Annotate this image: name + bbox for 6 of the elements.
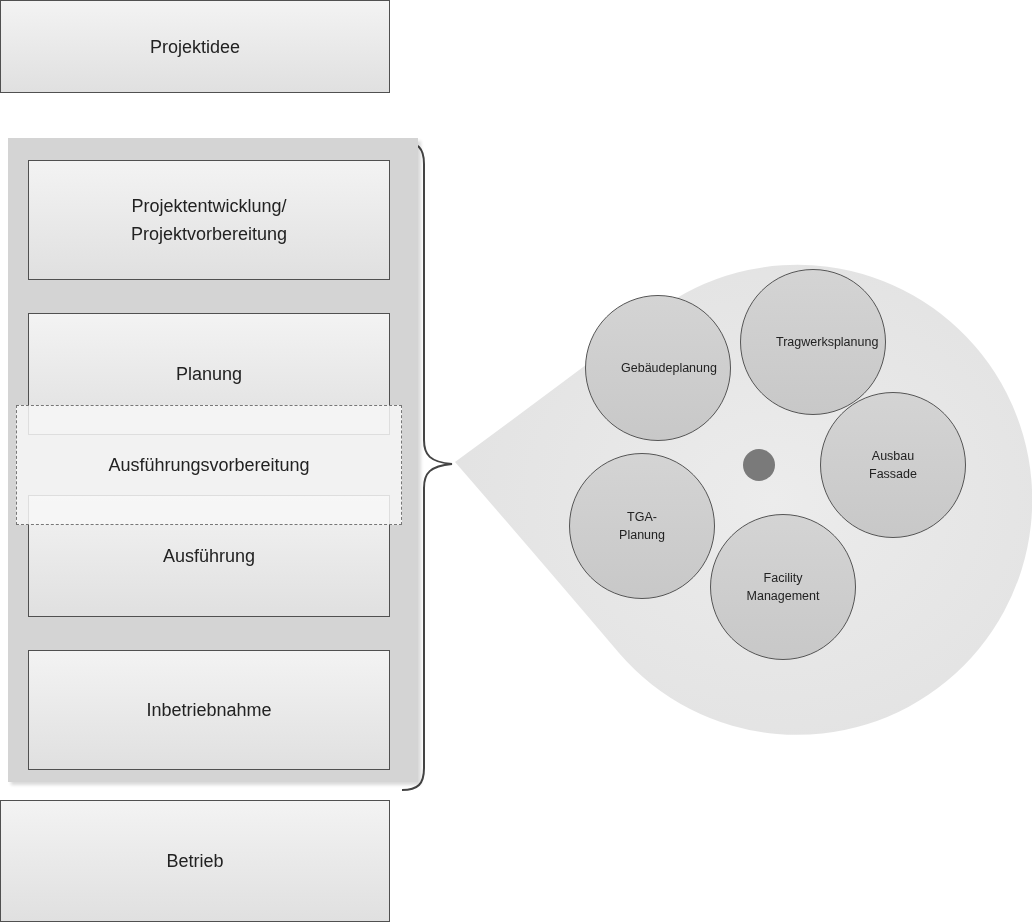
phase-group-panel xyxy=(8,138,418,782)
phase-box: Projektidee xyxy=(0,0,390,93)
phase-box: Inbetriebnahme xyxy=(28,650,390,770)
dashed-phase-box: Ausführungsvorbereitung xyxy=(16,405,402,525)
phase-box: Projektentwicklung/ Projektvorbereitung xyxy=(28,160,390,280)
phase-box: Betrieb xyxy=(0,800,390,922)
